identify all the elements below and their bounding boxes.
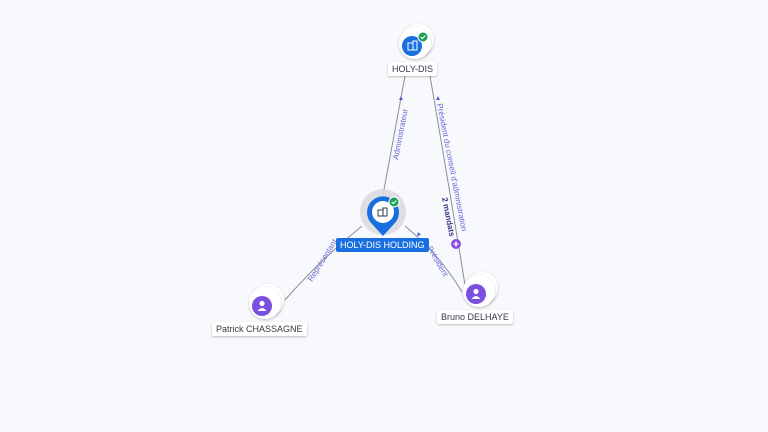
node-label-patrick-chassagne[interactable]: Patrick CHASSAGNE: [212, 322, 307, 336]
edge-label-representant: Représentant: [306, 237, 339, 283]
node-label-bruno-delhaye[interactable]: Bruno DELHAYE: [437, 310, 513, 324]
node-holy-dis-holding[interactable]: [360, 189, 406, 236]
person-icon: [471, 288, 481, 299]
building-icon: [377, 207, 388, 217]
check-badge-icon: [388, 196, 400, 208]
node-label-holy-dis-holding[interactable]: HOLY-DIS HOLDING: [336, 238, 429, 252]
node-patrick-chassagne[interactable]: [249, 284, 284, 319]
edge-label-president: Président: [425, 245, 450, 279]
building-icon: [407, 40, 418, 51]
arrow-icon: [417, 232, 421, 236]
person-icon: [257, 300, 267, 311]
edge-administrateur[interactable]: Administrateur: [382, 75, 410, 196]
node-holy-dis[interactable]: [399, 24, 434, 59]
plus-badge-icon[interactable]: [451, 239, 461, 249]
arrow-icon: [399, 96, 403, 100]
node-bruno-delhaye[interactable]: [463, 272, 498, 307]
arrow-icon: [436, 96, 440, 100]
node-label-holy-dis[interactable]: HOLY-DIS: [388, 62, 438, 76]
check-badge-icon: [417, 31, 429, 43]
